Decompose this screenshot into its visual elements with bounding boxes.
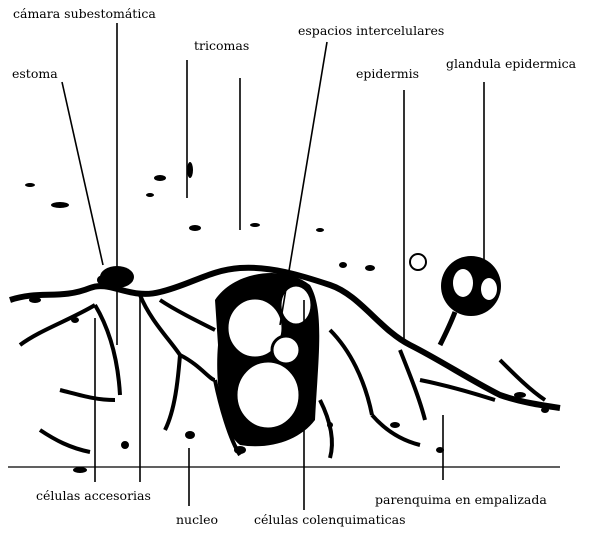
stoma-guard — [97, 275, 109, 285]
colenchyma-cell — [272, 336, 300, 364]
gland-highlight — [481, 278, 497, 300]
label-espacios-intercelulares: espacios intercelulares — [298, 25, 444, 38]
colenchyma-cell — [280, 285, 312, 325]
gland-stalk — [440, 312, 455, 345]
label-nucleo: nucleo — [176, 514, 218, 527]
gland-highlight — [453, 269, 473, 297]
label-celulas-colenquimaticas: células colenquimaticas — [254, 514, 406, 527]
colenchyma-cell — [236, 361, 300, 429]
label-glandula-epidermica: glandula epidermica — [446, 58, 576, 71]
label-estoma: estoma — [12, 68, 58, 81]
label-celulas-accesorias: células accesorias — [36, 490, 151, 503]
label-epidermis: epidermis — [356, 68, 419, 81]
label-parenquima-empalizada: parenquima en empalizada — [375, 494, 547, 507]
label-camara-subestomatica: cámara subestomática — [13, 8, 156, 21]
small-structure — [410, 254, 426, 270]
label-tricomas: tricomas — [194, 40, 249, 53]
leader-estoma — [62, 82, 103, 265]
